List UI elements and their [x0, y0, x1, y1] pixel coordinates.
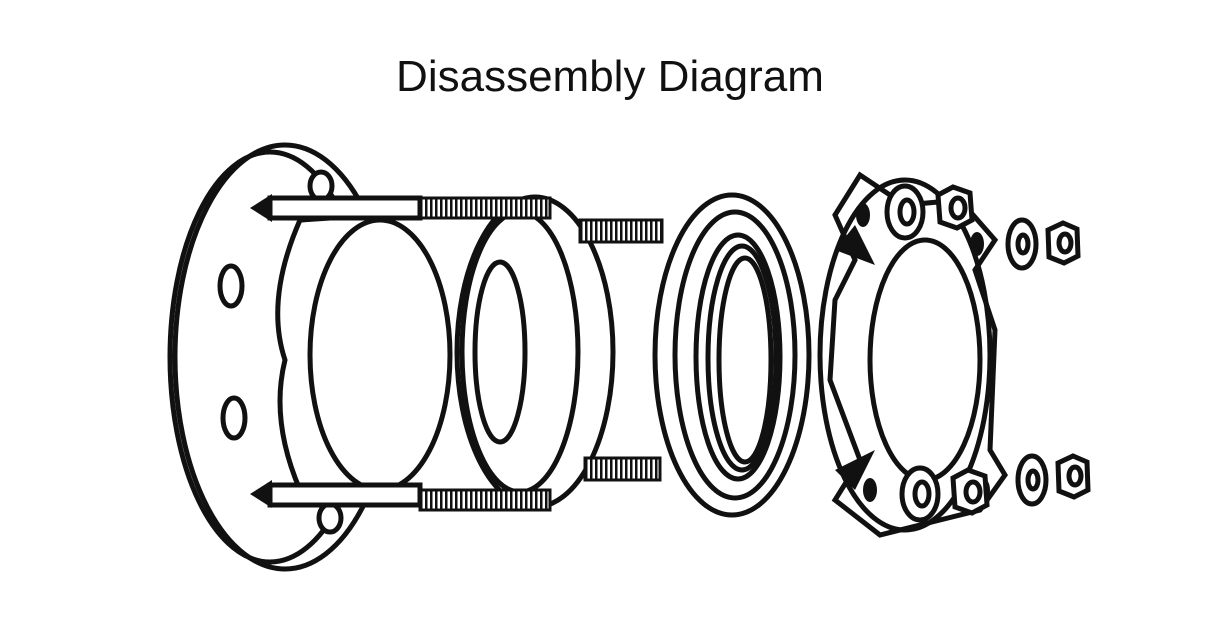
tie-bolt-bottom — [250, 456, 662, 512]
follower-ring — [817, 171, 1008, 538]
nut — [1055, 453, 1091, 500]
bolt-hole — [316, 501, 344, 535]
washer — [1005, 217, 1039, 271]
bolt-hole — [217, 263, 245, 309]
gasket — [652, 192, 812, 518]
washer — [899, 465, 941, 523]
washers-and-nuts — [1005, 217, 1091, 507]
nut — [1045, 220, 1081, 266]
adapter-body — [275, 194, 616, 510]
bolt-hole — [220, 395, 248, 441]
washer — [884, 183, 926, 241]
washer — [1015, 453, 1049, 507]
tie-bolt-top — [250, 194, 664, 244]
diagram-title: Disassembly Diagram — [396, 52, 824, 101]
